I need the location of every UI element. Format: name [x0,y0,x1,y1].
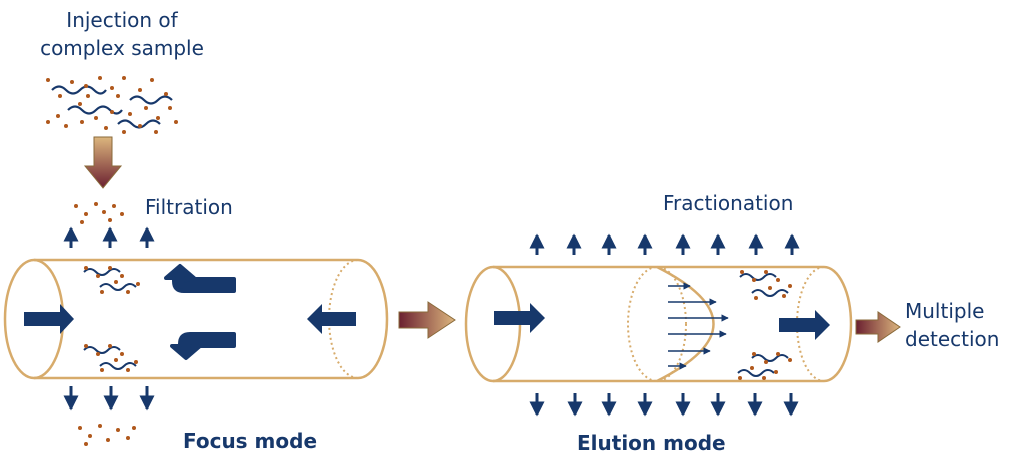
focus-up-arrows [63,226,155,248]
complex-sample-cloud [46,76,178,134]
focus-down-arrows [63,386,155,411]
multiple-detection-label-line1: Multiple [905,299,984,323]
elution-channel [464,265,853,383]
focus-bent-arrow-upper [164,264,236,293]
elution-down-arrows [529,393,799,417]
focus-inlet-arrow [24,304,74,334]
injection-label-line2: complex sample [40,36,204,60]
focus-bent-arrow-lower [170,332,236,360]
focus-sample-cluster-lower [83,344,138,372]
focus-sample-cluster-upper [83,266,140,294]
fractionation-label: Fractionation [663,191,793,215]
filtrate-particles-bottom [78,424,136,446]
sample-particles [46,76,178,134]
elution-outlet-arrow [779,310,830,340]
detection-arrow [855,311,901,343]
parabolic-flow-profile [656,265,729,383]
transition-arrow [398,301,456,339]
multiple-detection-label-line2: detection [905,327,999,351]
polymer-chains [51,85,173,129]
filtration-label: Filtration [145,195,233,219]
injection-arrow [83,136,123,189]
focus-mode-label: Focus mode [183,429,317,453]
elution-sample-cluster-upper [739,270,792,300]
filtrate-particles-top [74,202,124,224]
elution-mode-label: Elution mode [577,431,726,455]
elution-inlet-arrow [494,303,545,333]
elution-up-arrows [529,233,800,255]
elution-sample-cluster-lower [737,352,792,380]
injection-label-line1: Injection of [66,8,178,32]
focus-outlet-arrow [307,304,356,334]
